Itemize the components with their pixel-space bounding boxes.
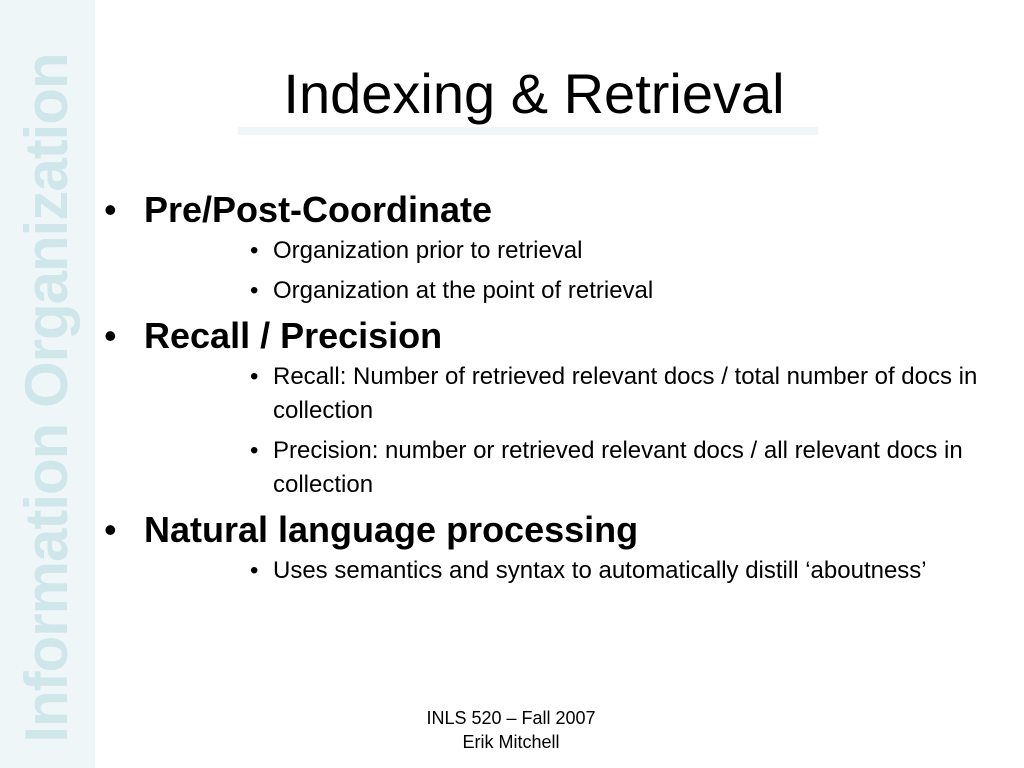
slide-footer: INLS 520 – Fall 2007 Erik Mitchell	[380, 706, 642, 754]
sub-bullet-glyph: •	[250, 237, 259, 264]
footer-author: Erik Mitchell	[462, 732, 560, 752]
sub-bullet-list: • Uses semantics and syntax to automatic…	[144, 554, 984, 588]
sub-bullet-glyph: •	[250, 363, 259, 390]
bullet-pre-post-coordinate: • Pre/Post-Coordinate • Organization pri…	[104, 188, 984, 308]
sub-bullet-item: • Organization at the point of retrieval	[144, 274, 984, 308]
sub-bullet-glyph: •	[250, 277, 259, 304]
sub-bullet-text: Uses semantics and syntax to automatical…	[273, 557, 927, 584]
bullet-heading: Pre/Post-Coordinate	[144, 189, 493, 230]
bullet-natural-language-processing: • Natural language processing • Uses sem…	[104, 508, 984, 588]
sub-bullet-text: Organization prior to retrieval	[273, 237, 583, 264]
sub-bullet-text: Recall: Number of retrieved relevant doc…	[273, 363, 978, 424]
sub-bullet-list: • Recall: Number of retrieved relevant d…	[144, 360, 984, 502]
sub-bullet-item: • Uses semantics and syntax to automatic…	[144, 554, 984, 588]
bullet-heading: Recall / Precision	[144, 315, 443, 356]
slide-title: Indexing & Retrieval	[283, 62, 785, 125]
sub-bullet-glyph: •	[250, 437, 259, 464]
title-underline	[238, 127, 818, 135]
bullet-heading: Natural language processing	[144, 509, 639, 550]
side-band	[0, 0, 95, 768]
sub-bullet-text: Precision: number or retrieved relevant …	[273, 437, 963, 498]
bullet-glyph: •	[104, 189, 117, 230]
footer-course: INLS 520 – Fall 2007	[426, 708, 596, 728]
bullet-glyph: •	[104, 509, 117, 550]
sub-bullet-list: • Organization prior to retrieval • Orga…	[144, 234, 984, 308]
sub-bullet-item: • Organization prior to retrieval	[144, 234, 984, 268]
sub-bullet-glyph: •	[250, 557, 259, 584]
slide-content: • Pre/Post-Coordinate • Organization pri…	[104, 188, 984, 594]
side-watermark-text: Information Organization	[13, 53, 80, 743]
sub-bullet-text: Organization at the point of retrieval	[273, 277, 654, 304]
sub-bullet-item: • Precision: number or retrieved relevan…	[144, 434, 984, 502]
sub-bullet-item: • Recall: Number of retrieved relevant d…	[144, 360, 984, 428]
bullet-glyph: •	[104, 315, 117, 356]
bullet-recall-precision: • Recall / Precision • Recall: Number of…	[104, 314, 984, 502]
